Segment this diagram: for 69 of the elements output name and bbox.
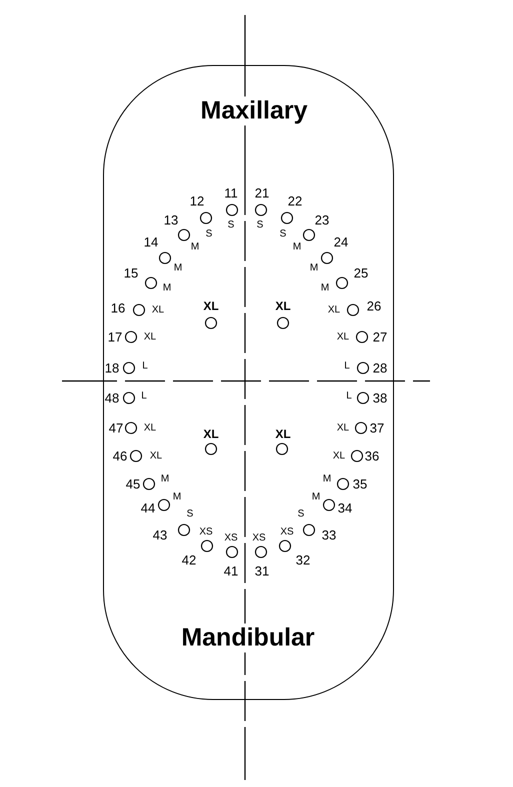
implant-size-label: XL <box>203 299 219 313</box>
size-label: M <box>322 474 332 484</box>
tooth-number: 15 <box>124 266 138 280</box>
size-label: S <box>256 220 264 230</box>
size-label: XS <box>280 526 294 538</box>
size-label: S <box>206 228 212 240</box>
size-label: M <box>162 282 172 294</box>
tooth-number: 31 <box>254 564 270 578</box>
tooth-number: 22 <box>288 194 302 208</box>
tooth-number: 25 <box>354 266 368 280</box>
size-label: L <box>346 390 352 402</box>
size-label: XS <box>199 526 213 538</box>
size-label: M <box>310 262 318 274</box>
size-label: L <box>344 360 350 372</box>
size-label: XL <box>144 422 156 434</box>
size-label: XS <box>224 532 238 544</box>
size-label: XL <box>336 332 350 342</box>
size-label: XL <box>336 422 350 434</box>
tooth-number: 48 <box>104 390 120 406</box>
tooth-number: 43 <box>152 528 168 542</box>
tooth-number: 41 <box>224 564 238 578</box>
size-label: XL <box>332 450 346 462</box>
tooth-number: 27 <box>372 330 388 344</box>
tooth-number: 46 <box>112 448 128 464</box>
tooth-number: 11 <box>224 186 238 200</box>
size-label: M <box>174 262 182 274</box>
size-label: M <box>292 242 302 252</box>
size-label: L <box>141 390 147 402</box>
tooth-number: 13 <box>164 212 178 228</box>
tooth-number: 38 <box>372 390 388 406</box>
tooth-number: 44 <box>140 500 156 516</box>
size-label: S <box>298 508 304 520</box>
tooth-number: 45 <box>126 476 140 492</box>
tooth-number: 18 <box>104 360 120 376</box>
implant-size-label: XL <box>275 427 291 441</box>
size-label: M <box>312 492 320 502</box>
size-label: S <box>186 508 194 520</box>
tooth-number: 42 <box>182 552 196 568</box>
tooth-number: 28 <box>372 360 388 376</box>
tooth-number: 12 <box>190 194 204 208</box>
implant-size-label: XL <box>203 427 219 441</box>
size-label: M <box>172 492 182 502</box>
tooth-number: 14 <box>144 234 158 250</box>
size-label: XL <box>152 304 164 316</box>
size-label: XL <box>328 304 340 316</box>
tooth-number: 35 <box>352 476 368 492</box>
tooth-number: 24 <box>334 234 348 250</box>
tooth-number: 36 <box>364 448 380 464</box>
tooth-number: 37 <box>370 420 384 436</box>
size-label: L <box>142 360 148 372</box>
tooth-number: 17 <box>108 330 122 344</box>
template-outline <box>103 65 394 700</box>
tooth-number: 23 <box>314 212 330 228</box>
size-label: S <box>280 228 286 240</box>
tooth-number: 34 <box>338 500 352 516</box>
size-label: M <box>190 242 200 252</box>
tooth-number: 47 <box>108 420 124 436</box>
implant-size-label: XL <box>275 299 291 313</box>
tooth-number: 16 <box>110 300 126 316</box>
size-label: S <box>228 220 234 230</box>
tooth-number: 26 <box>366 298 382 314</box>
tooth-number: 21 <box>254 186 270 200</box>
size-label: M <box>320 282 330 294</box>
size-label: XS <box>252 532 266 544</box>
size-label: XL <box>150 450 162 462</box>
size-label: M <box>160 474 170 484</box>
tooth-number: 33 <box>322 528 336 542</box>
size-label: XL <box>144 332 156 342</box>
tooth-number: 32 <box>296 552 310 568</box>
